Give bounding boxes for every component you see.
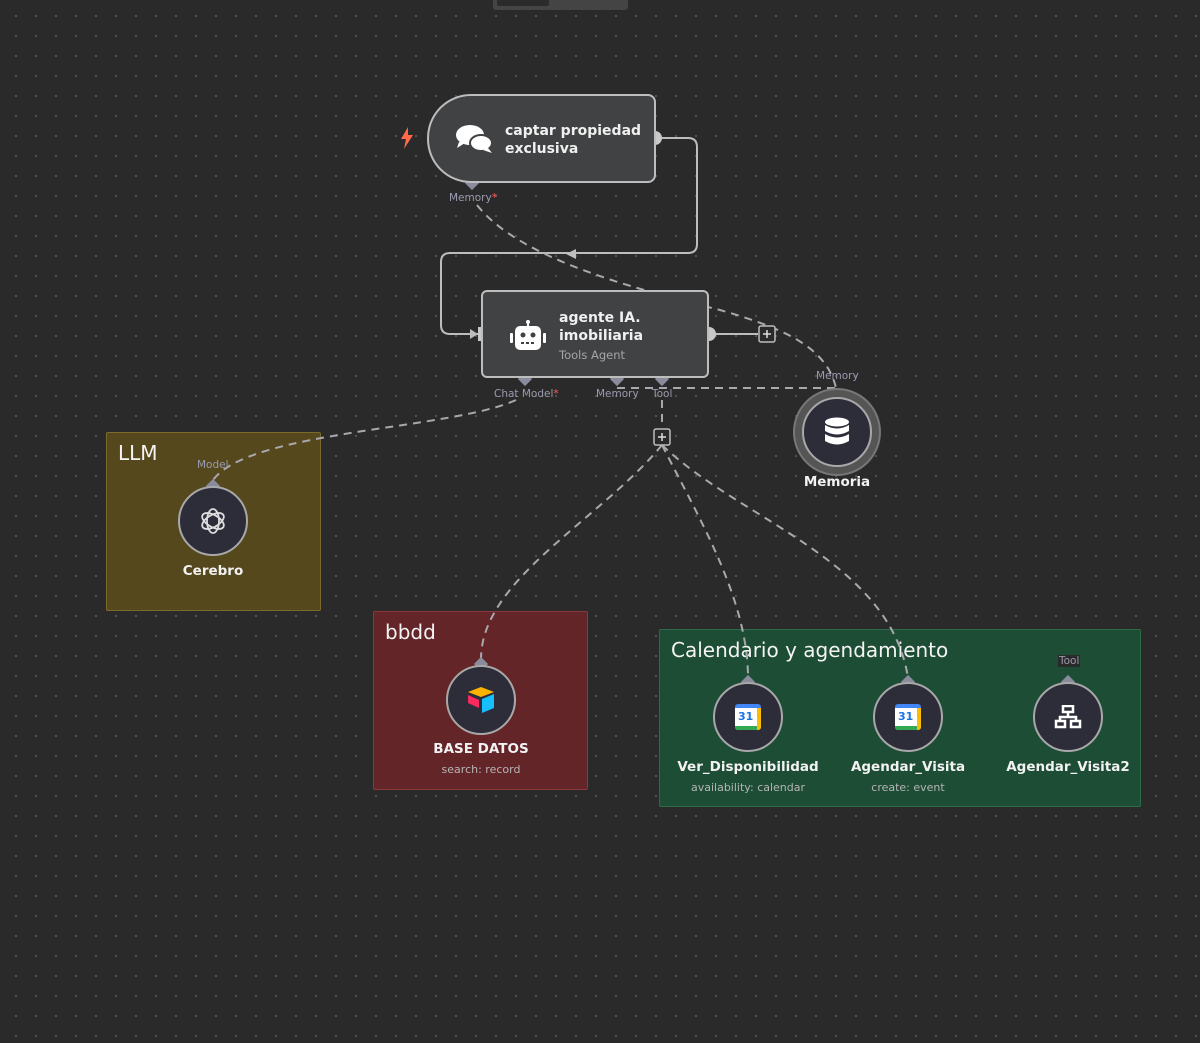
agendar-visita-label: Agendar_Visita	[850, 759, 966, 775]
agent-subtitle: Tools Agent	[559, 348, 626, 362]
airtable-icon	[468, 687, 494, 713]
base-datos-subtitle: search: record	[441, 763, 521, 776]
trigger-title-line2: exclusiva	[505, 141, 579, 157]
tool-connection-agendar	[661, 444, 909, 679]
node-base-datos[interactable]	[446, 665, 516, 735]
connection-arrow	[566, 249, 576, 259]
node-agendar-visita2[interactable]	[1033, 682, 1103, 752]
sticky-title: bbdd	[385, 620, 436, 644]
trigger-title-line1: captar propiedad	[505, 123, 642, 139]
toolbar-segment[interactable]	[497, 0, 549, 6]
agendar-visita2-label: Agendar_Visita2	[1006, 759, 1130, 775]
trigger-memory-port-label: Memory*	[449, 192, 497, 204]
database-icon	[825, 417, 849, 445]
google-calendar-icon: 31	[895, 704, 921, 730]
cerebro-label: Cerebro	[182, 563, 244, 579]
agent-title-line1: agente IA.	[559, 310, 641, 326]
sticky-bbdd[interactable]: bbdd	[373, 611, 588, 790]
sticky-title: LLM	[118, 441, 158, 465]
base-datos-label: BASE DATOS	[433, 741, 529, 757]
agent-title-line2: imobiliaria	[559, 328, 644, 344]
robot-icon	[510, 320, 546, 350]
add-node-button-output[interactable]	[758, 325, 776, 343]
ver-disponibilidad-subtitle: availability: calendar	[690, 781, 806, 794]
memoria-label: Memoria	[803, 474, 871, 490]
agent-chat-model-port-label[interactable]: Chat Model*	[494, 388, 559, 400]
node-memoria[interactable]	[802, 397, 872, 467]
openai-icon	[201, 508, 225, 534]
input-arrow	[470, 329, 478, 339]
agendar-visita2-tool-port-label: Tool	[1058, 655, 1081, 667]
tool-connection-ver	[661, 444, 749, 679]
chat-bubbles-icon	[456, 125, 493, 153]
workflow-icon	[1054, 705, 1082, 729]
node-agendar-visita[interactable]: 31	[873, 682, 943, 752]
node-cerebro[interactable]	[178, 486, 248, 556]
node-ver-disponibilidad[interactable]: 31	[713, 682, 783, 752]
trigger-node-captar-propiedad[interactable]: captar propiedad exclusiva	[427, 94, 656, 183]
ver-disponibilidad-label: Ver_Disponibilidad	[677, 759, 819, 775]
top-toolbar[interactable]	[493, 0, 628, 10]
agent-memory-port-label[interactable]: Memory	[596, 388, 639, 400]
chat-model-connection	[212, 399, 517, 481]
agent-node[interactable]: agente IA. imobiliaria Tools Agent	[481, 290, 709, 378]
cerebro-model-port-label: Model	[197, 459, 229, 471]
google-calendar-icon: 31	[735, 704, 761, 730]
agent-tool-port-label[interactable]: Tool	[652, 388, 673, 400]
sticky-title: Calendario y agendamiento	[671, 638, 949, 662]
memoria-port-label: Memory	[816, 370, 859, 382]
trigger-bolt-icon	[401, 127, 413, 149]
agendar-visita-subtitle: create: event	[871, 781, 945, 794]
add-tool-button[interactable]	[653, 428, 671, 446]
tool-connection-airtable	[479, 444, 663, 661]
